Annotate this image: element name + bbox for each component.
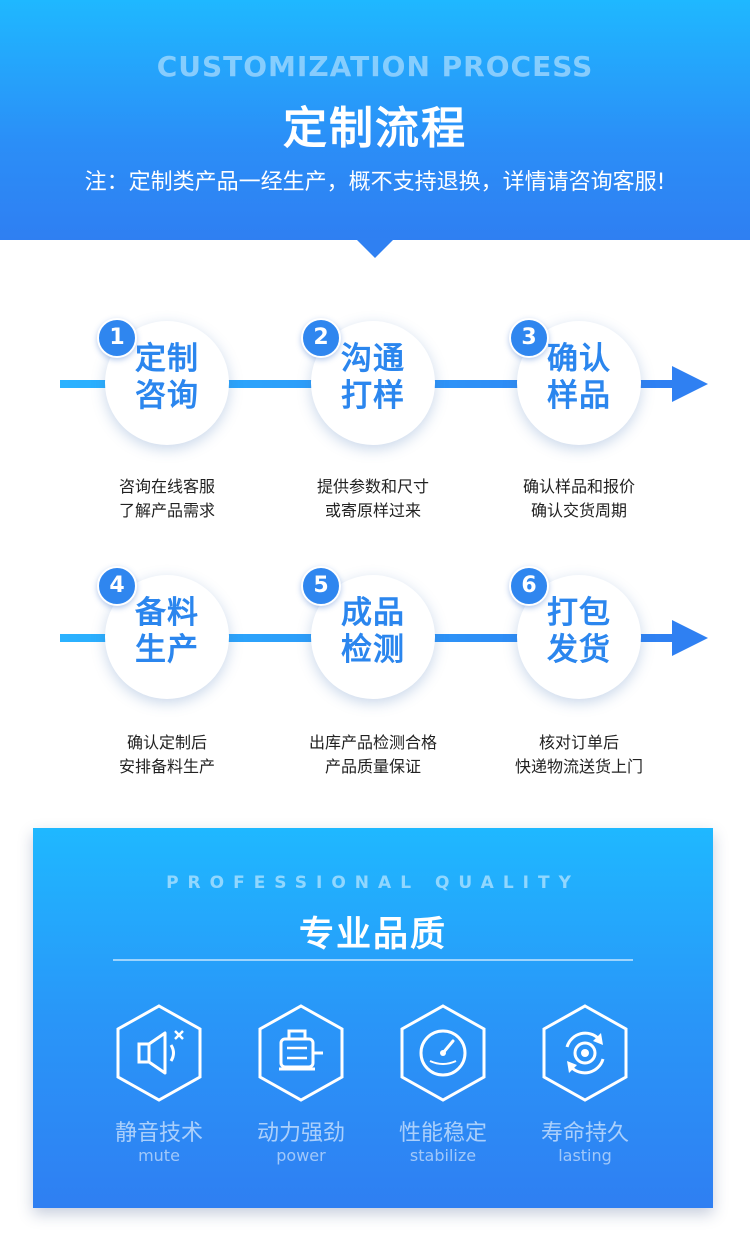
feature-mute-label: 静音技术 <box>114 1121 203 1146</box>
step-2-number-badge: 2 <box>301 318 341 358</box>
step-1-title: 定制咨询 <box>135 341 199 414</box>
header-title-en: CUSTOMIZATION PROCESS <box>156 50 594 83</box>
step-6-title: 打包发货 <box>547 595 611 668</box>
step-4-number-badge: 4 <box>97 566 137 606</box>
feature-lasting: 寿命持久 lasting <box>515 1003 655 1183</box>
process-header: CUSTOMIZATION PROCESS 定制流程 注：定制类产品一经生产，概… <box>0 0 750 240</box>
step-6-number-badge: 6 <box>509 566 549 606</box>
feature-lasting-label: 寿命持久 <box>540 1121 629 1146</box>
step-1-description: 咨询在线客服了解产品需求 <box>118 477 215 520</box>
step-2-title: 沟通打样 <box>341 341 405 414</box>
gauge-icon <box>400 1004 486 1102</box>
step-3-title: 确认样品 <box>547 341 611 414</box>
step-4-circle: 备料生产 <box>105 575 229 699</box>
feature-mute: 静音技术 mute <box>89 1003 229 1183</box>
step-3-description: 确认样品和报价确认交货周期 <box>522 477 635 520</box>
arrow-right-icon <box>672 620 708 656</box>
mute-speaker-icon <box>116 1004 202 1102</box>
step-2-description: 提供参数和尺寸或寄原样过来 <box>316 477 429 520</box>
quality-section: PROFESSIONAL QUALITY 专业品质 静音技术 mute 动力强劲… <box>33 828 713 1208</box>
quality-title-cn: 专业品质 <box>298 915 447 955</box>
feature-stabilize: 性能稳定 stabilize <box>373 1003 513 1183</box>
header-down-arrow-icon <box>355 238 395 258</box>
motor-icon <box>258 1004 344 1102</box>
feature-power-label: 动力强劲 <box>256 1121 345 1146</box>
feature-mute-label-en: mute <box>138 1146 180 1165</box>
step-4-description: 确认定制后安排备料生产 <box>118 733 215 776</box>
header-note: 注：定制类产品一经生产，概不支持退换，详情请咨询客服! <box>84 170 666 195</box>
header-title-cn: 定制流程 <box>283 103 467 154</box>
feature-lasting-label-en: lasting <box>558 1146 612 1165</box>
feature-power: 动力强劲 power <box>231 1003 371 1183</box>
step-4-title: 备料生产 <box>135 595 199 668</box>
feature-stabilize-label-en: stabilize <box>409 1146 477 1165</box>
quality-divider <box>113 959 633 961</box>
step-1-number-badge: 1 <box>97 318 137 358</box>
step-5-number-badge: 5 <box>301 566 341 606</box>
step-5-description: 出库产品检测合格产品质量保证 <box>308 733 437 776</box>
cycle-gear-icon <box>542 1004 628 1102</box>
feature-stabilize-label: 性能稳定 <box>398 1121 487 1146</box>
feature-power-label-en: power <box>276 1146 326 1165</box>
step-3-number-badge: 3 <box>509 318 549 358</box>
arrow-right-icon <box>672 366 708 402</box>
quality-title-en: PROFESSIONAL QUALITY <box>166 873 580 893</box>
step-6-description: 核对订单后快递物流送货上门 <box>514 733 643 776</box>
step-5-title: 成品检测 <box>341 595 405 668</box>
